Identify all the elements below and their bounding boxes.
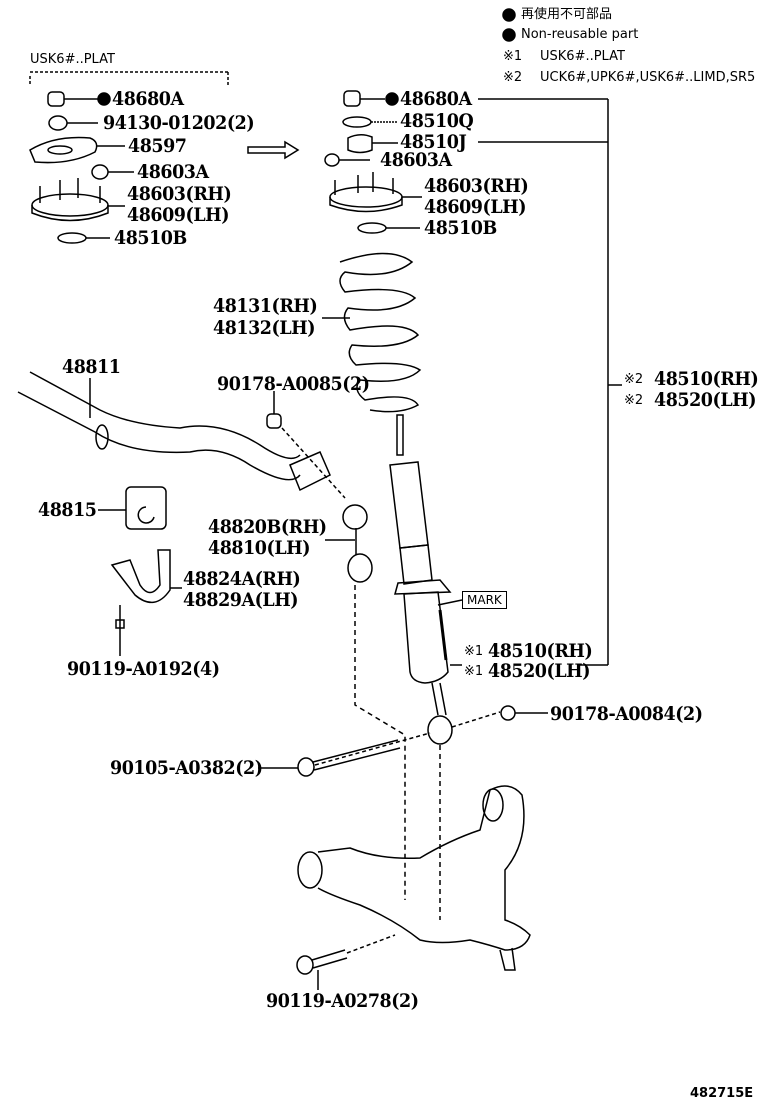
part-48680A-left[interactable]: 48680A (112, 88, 184, 110)
washer-48510Q-icon (342, 116, 398, 128)
part-48603A-right[interactable]: 48603A (380, 149, 452, 171)
bolt-90105-A0382-icon (258, 739, 401, 777)
legend-note1-mark: ※1 (503, 49, 523, 64)
nut-48603A-right-icon (324, 153, 370, 167)
part-48680A-right[interactable]: 48680A (400, 88, 472, 110)
mount-48603-left-icon (31, 178, 125, 222)
part-48510J[interactable]: 48510J (400, 131, 467, 153)
part-48597[interactable]: 48597 (128, 135, 187, 157)
assembly-bracket (478, 98, 622, 666)
part-90119-A0278[interactable]: 90119-A0278(2) (266, 990, 419, 1012)
part-48510B-right[interactable]: 48510B (424, 217, 497, 239)
part-48603A-left[interactable]: 48603A (137, 161, 209, 183)
lower-control-arm-icon (297, 785, 531, 971)
part-48810-lh[interactable]: 48810(LH) (208, 537, 311, 559)
nut-48680A-left-icon (47, 91, 98, 107)
nut-94130-icon (48, 115, 98, 131)
non-reusable-bullet-icon (97, 92, 111, 106)
group-bracket (29, 71, 229, 86)
nut-90178-A0085-icon (266, 391, 282, 429)
part-48811[interactable]: 48811 (62, 356, 121, 378)
non-reusable-bullet-icon (502, 8, 516, 22)
non-reusable-bullet-icon (385, 92, 399, 106)
assembly-guide-line (281, 427, 346, 499)
mount-48603-right-icon (329, 172, 422, 213)
assembly-guide-line (314, 732, 431, 766)
coil-spring-icon (322, 252, 422, 413)
legend-non-reusable-jp: 再使用不可部品 (521, 7, 613, 22)
part-48510Q[interactable]: 48510Q (400, 110, 474, 132)
legend-non-reusable-en: Non-reusable part (521, 27, 639, 42)
part-94130-01202[interactable]: 94130-01202(2) (103, 112, 255, 134)
part-48520-lh-note1[interactable]: 48520(LH) (488, 660, 591, 682)
part-48603-rh-left[interactable]: 48603(RH) (127, 183, 232, 205)
part-48609-lh-left[interactable]: 48609(LH) (127, 204, 230, 226)
part-48824A-rh[interactable]: 48824A(RH) (183, 568, 301, 590)
nut-90178-A0084-icon (500, 705, 548, 721)
part-48510-rh-note1[interactable]: 48510(RH) (488, 640, 593, 662)
part-48820B-rh[interactable]: 48820B(RH) (208, 516, 327, 538)
part-90105-A0382[interactable]: 90105-A0382(2) (110, 757, 263, 779)
part-48132-lh[interactable]: 48132(LH) (213, 317, 316, 339)
part-48603-rh-right[interactable]: 48603(RH) (424, 175, 529, 197)
part-48131-rh[interactable]: 48131(RH) (213, 295, 318, 317)
part-48815[interactable]: 48815 (38, 499, 97, 521)
legend-note2-mark: ※2 (503, 70, 523, 85)
nut-48680A-right-icon (343, 90, 385, 107)
stabilizer-link-icon (325, 504, 373, 583)
stabilizer-bar-icon (17, 371, 331, 492)
part-48510B-left[interactable]: 48510B (114, 227, 187, 249)
legend-note1-text: USK6#..PLAT (540, 49, 625, 64)
part-48520-lh-note2[interactable]: 48520(LH) (654, 389, 757, 411)
bushing-48815-icon (98, 486, 167, 530)
bracket-48824A-icon (110, 549, 182, 604)
part-90119-A0192[interactable]: 90119-A0192(4) (67, 658, 220, 680)
part-48609-lh-right[interactable]: 48609(LH) (424, 196, 527, 218)
note1-mark-lh: ※1 (464, 664, 484, 679)
note1-mark-rh: ※1 (464, 644, 484, 659)
part-90178-A0085[interactable]: 90178-A0085(2) (217, 373, 370, 395)
part-90178-A0084[interactable]: 90178-A0084(2) (550, 703, 703, 725)
shock-absorber-icon (389, 414, 463, 745)
group-label: USK6#..PLAT (30, 52, 115, 67)
nut-48603A-left-icon (91, 164, 134, 180)
bolt-90119-A0278-icon (296, 934, 396, 990)
part-48829A-lh[interactable]: 48829A(LH) (183, 589, 299, 611)
washer-48510B-left-icon (57, 232, 110, 244)
arrow-right-icon (247, 140, 300, 160)
note2-mark-lh: ※2 (624, 393, 644, 408)
legend-note2-text: UCK6#,UPK6#,USK6#..LIMD,SR5 (540, 70, 756, 85)
assembly-guide-line (451, 711, 501, 728)
note2-mark-rh: ※2 (624, 372, 644, 387)
part-48510-rh-note2[interactable]: 48510(RH) (654, 368, 759, 390)
non-reusable-bullet-icon (502, 28, 516, 42)
bumper-48510J-icon (347, 134, 398, 154)
plate-48597-icon (29, 136, 125, 164)
mark-callout: MARK (462, 591, 507, 609)
figure-id: 482715E (690, 1086, 754, 1101)
washer-48510B-right-icon (357, 222, 420, 234)
bolt-90119-A0192-icon (115, 605, 125, 656)
